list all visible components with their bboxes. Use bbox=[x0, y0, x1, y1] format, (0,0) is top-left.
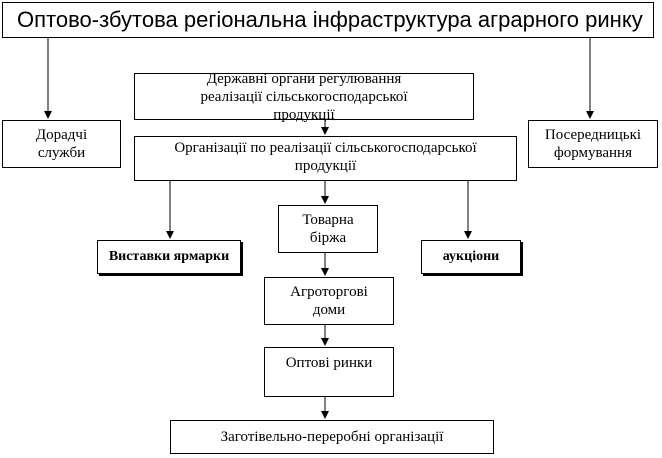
diagram-title-text: Оптово-збутова регіональна інфраструктур… bbox=[17, 6, 643, 32]
intermediary-formations-box: Посередницькі формування bbox=[528, 120, 658, 168]
sales-organizations-label: Організації по реалізації сільськогоспод… bbox=[174, 140, 477, 174]
auctions-label: аукціони bbox=[442, 248, 500, 264]
auctions-box: аукціони bbox=[421, 240, 521, 274]
wholesale-markets-box: Оптові ринки bbox=[264, 347, 394, 397]
wholesale-markets-label: Оптові ринки bbox=[285, 355, 373, 371]
state-regulation-bodies-label: Державні органи регулювання реалізації с… bbox=[200, 70, 408, 123]
exhibitions-fairs-box: Виставки ярмарки bbox=[97, 240, 241, 274]
agro-trade-houses-label: Агроторгові доми bbox=[290, 284, 368, 318]
advisory-services-box: Дорадчі служби bbox=[2, 120, 121, 168]
procurement-processing-box: Заготівельно-переробні організації bbox=[170, 420, 494, 454]
intermediary-formations-label: Посередницькі формування bbox=[544, 127, 642, 161]
diagram-title: Оптово-збутова регіональна інфраструктур… bbox=[2, 2, 654, 38]
advisory-services-label: Дорадчі служби bbox=[35, 127, 88, 161]
agro-trade-houses-box: Агроторгові доми bbox=[264, 277, 394, 325]
procurement-processing-label: Заготівельно-переробні організації bbox=[220, 429, 444, 445]
commodity-exchange-box: Товарна біржа bbox=[278, 205, 378, 253]
sales-organizations-box: Організації по реалізації сільськогоспод… bbox=[134, 136, 517, 181]
exhibitions-fairs-label: Виставки ярмарки bbox=[108, 248, 230, 264]
state-regulation-bodies-box: Державні органи регулювання реалізації с… bbox=[134, 71, 474, 123]
commodity-exchange-label: Товарна біржа bbox=[302, 212, 354, 246]
